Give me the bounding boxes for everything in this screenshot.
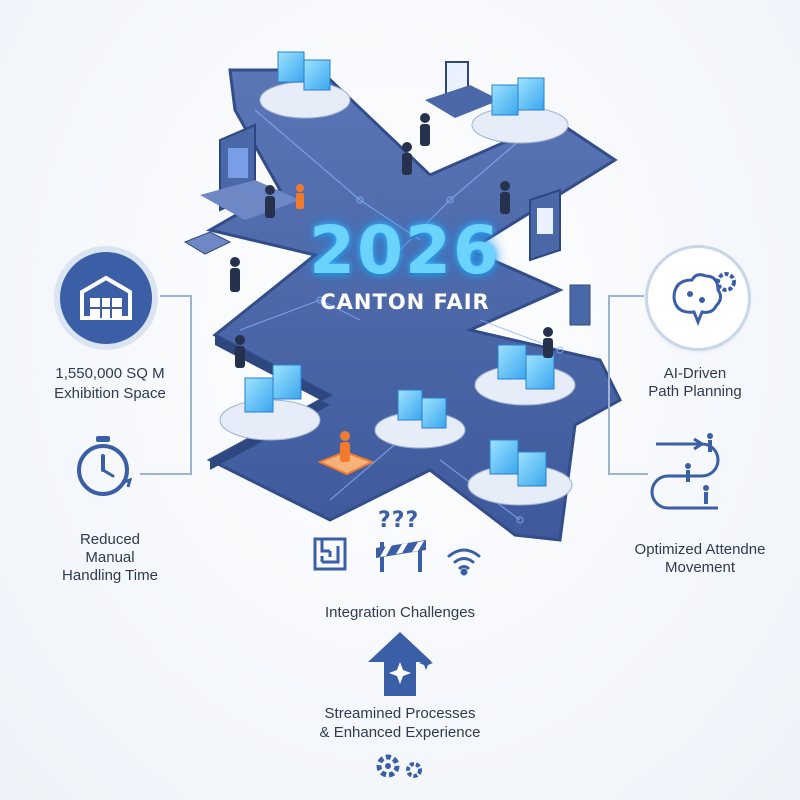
challenges-caption: Integration Challenges	[324, 604, 476, 621]
streamlined-caption-line2: & Enhanced Experience	[319, 724, 481, 741]
ai-caption-line2: Path Planning	[648, 383, 742, 400]
space-caption-line1: 1,550,000 SQ M	[55, 365, 165, 382]
agv-cart	[219, 364, 321, 441]
kiosk-top	[425, 61, 500, 118]
route-people-icon	[650, 430, 730, 520]
time-caption-line2: Manual	[85, 549, 135, 566]
attendee-figures	[230, 113, 553, 368]
maze-icon	[312, 536, 348, 572]
wifi-icon	[446, 546, 482, 576]
event-name-title: CANTON FAIR	[320, 290, 490, 314]
left-connector-vertical	[190, 295, 192, 475]
left-connector-top	[160, 295, 192, 297]
gears-icon	[368, 748, 432, 784]
right-connector-vertical	[608, 295, 610, 475]
small-booth	[183, 231, 591, 326]
kiosk-right	[529, 188, 561, 262]
agv-cart	[467, 439, 573, 506]
streamlined-caption-line1: Streamined Processes	[324, 705, 476, 722]
agv-cart	[259, 51, 351, 119]
highlighted-attendee	[296, 184, 375, 476]
barrier-icon	[372, 534, 430, 574]
time-caption-line1: Reduced	[79, 531, 141, 548]
agv-cart	[474, 344, 576, 406]
ai-caption-line1: AI-Driven	[663, 365, 727, 382]
event-year-title: 2026	[309, 212, 501, 289]
space-caption-line2: Exhibition Space	[54, 385, 166, 402]
question-marks: ???	[378, 508, 420, 533]
agv-cart	[374, 389, 466, 449]
brain-gear-icon	[648, 248, 748, 348]
warehouse-icon	[60, 252, 152, 344]
time-caption-line3: Handling Time	[62, 567, 158, 584]
movement-caption-line2: Movement	[664, 559, 736, 576]
stopwatch-icon	[68, 432, 138, 502]
right-connector-top	[608, 295, 644, 297]
up-arrow-sparkle-icon	[364, 628, 436, 700]
right-connector-bottom	[608, 473, 648, 475]
agv-cart	[471, 77, 569, 144]
left-connector-bottom	[140, 473, 192, 475]
movement-caption-line1: Optimized Attendne	[634, 541, 766, 558]
